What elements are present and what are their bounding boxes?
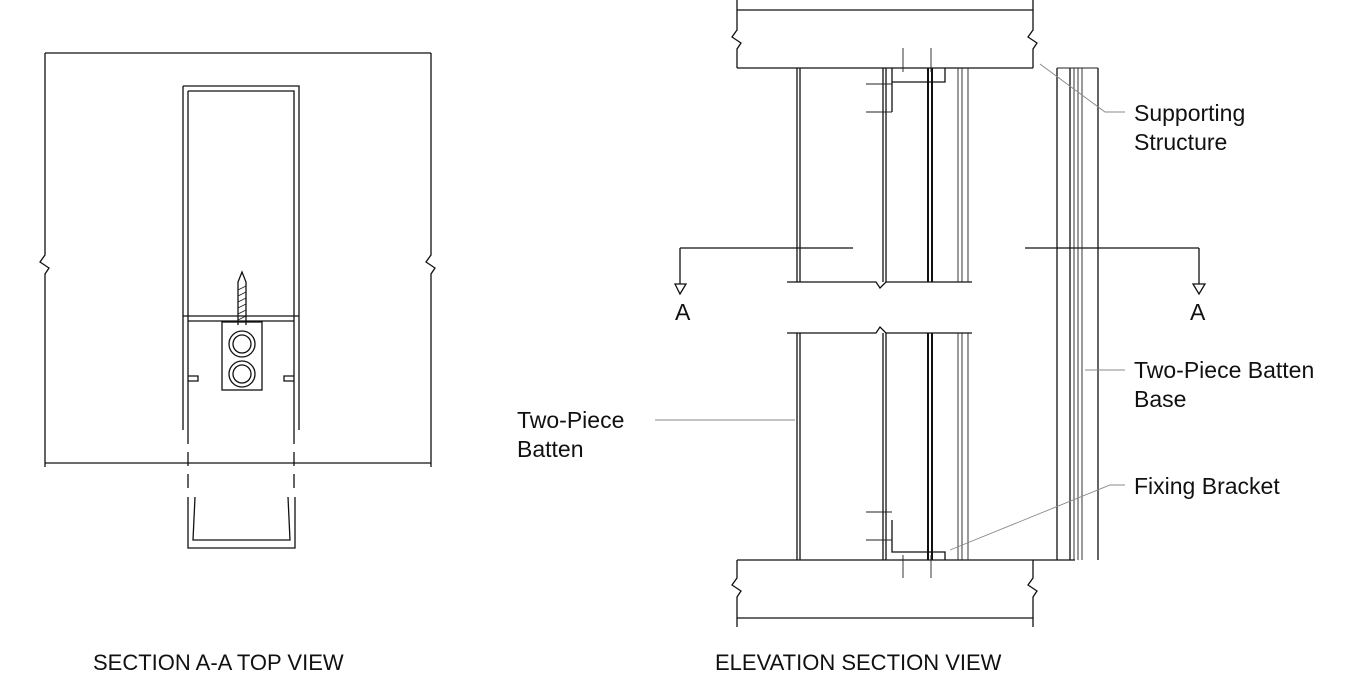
- label-batten-1: Two-Piece: [517, 407, 624, 433]
- title-section-view: SECTION A-A TOP VIEW: [93, 650, 344, 675]
- label-supporting-structure-1: Supporting: [1134, 100, 1245, 126]
- label-supporting-structure-2: Structure: [1134, 129, 1227, 155]
- section-marker-right: A: [1190, 299, 1206, 325]
- label-batten-base-1: Two-Piece Batten: [1134, 357, 1314, 383]
- section-a-a-drawing: [39, 52, 436, 549]
- fixing-bracket-section: [221, 321, 263, 391]
- section-marker-left: A: [675, 299, 691, 325]
- label-batten-2: Batten: [517, 436, 584, 462]
- label-fixing-bracket: Fixing Bracket: [1134, 473, 1280, 499]
- title-elevation-view: ELEVATION SECTION VIEW: [715, 650, 1002, 675]
- label-batten-base-2: Base: [1134, 386, 1186, 412]
- elevation-drawing: [655, 0, 1207, 627]
